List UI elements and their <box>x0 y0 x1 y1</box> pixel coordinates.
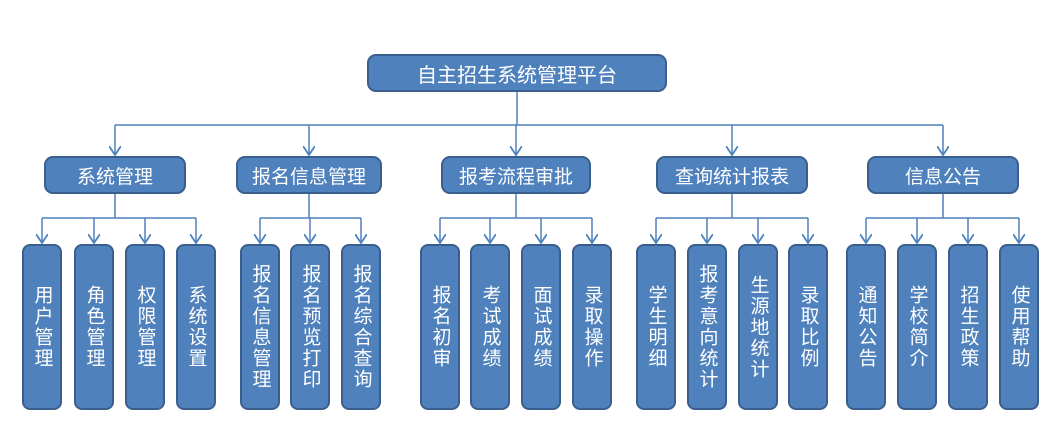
leaf-node: 报名预览打印 <box>290 244 330 410</box>
leaf-label: 录取操作 <box>581 285 604 369</box>
leaf-node: 生源地统计 <box>738 244 778 410</box>
leaf-node: 使用帮助 <box>999 244 1039 410</box>
category-label: 报考流程审批 <box>458 165 573 188</box>
leaf-label: 权限管理 <box>134 285 157 369</box>
category-label: 系统管理 <box>76 165 153 188</box>
leaf-label: 通知公告 <box>855 285 878 369</box>
leaf-node: 报考意向统计 <box>687 244 727 410</box>
category-node-announcement: 信息公告 <box>867 156 1019 194</box>
leaf-node: 通知公告 <box>846 244 886 410</box>
category-node-registration: 报名信息管理 <box>236 156 382 194</box>
leaf-label: 考试成绩 <box>479 285 502 369</box>
category-node-system: 系统管理 <box>44 156 186 194</box>
leaf-label: 报名预览打印 <box>299 264 322 390</box>
leaf-node: 学校简介 <box>897 244 937 410</box>
leaf-label: 报考意向统计 <box>696 264 719 390</box>
leaf-label: 录取比例 <box>797 285 820 369</box>
leaf-label: 生源地统计 <box>747 274 770 380</box>
leaf-label: 报名信息管理 <box>249 264 272 390</box>
category-label: 报名信息管理 <box>251 165 366 188</box>
leaf-label: 学生明细 <box>645 285 668 369</box>
leaf-node: 报名信息管理 <box>240 244 280 410</box>
leaf-label: 角色管理 <box>83 285 106 369</box>
leaf-node: 系统设置 <box>176 244 216 410</box>
leaf-node: 录取比例 <box>788 244 828 410</box>
leaf-label: 系统设置 <box>185 285 208 369</box>
leaf-node: 用户管理 <box>22 244 62 410</box>
leaf-node: 招生政策 <box>948 244 988 410</box>
leaf-label: 使用帮助 <box>1008 285 1031 369</box>
leaf-label: 报名综合查询 <box>350 264 373 390</box>
category-node-approval: 报考流程审批 <box>441 156 591 194</box>
leaf-node: 报名综合查询 <box>341 244 381 410</box>
category-label: 查询统计报表 <box>674 165 789 188</box>
leaf-node: 角色管理 <box>74 244 114 410</box>
category-label: 信息公告 <box>904 165 981 188</box>
leaf-node: 报名初审 <box>420 244 460 410</box>
leaf-node: 学生明细 <box>636 244 676 410</box>
leaf-node: 面试成绩 <box>521 244 561 410</box>
leaf-node: 权限管理 <box>125 244 165 410</box>
leaf-label: 用户管理 <box>31 285 54 369</box>
leaf-label: 面试成绩 <box>530 285 553 369</box>
category-node-statistics: 查询统计报表 <box>656 156 808 194</box>
leaf-node: 录取操作 <box>572 244 612 410</box>
leaf-label: 报名初审 <box>429 285 452 369</box>
leaf-node: 考试成绩 <box>470 244 510 410</box>
leaf-label: 招生政策 <box>957 285 980 369</box>
root-node: 自主招生系统管理平台 <box>367 54 667 92</box>
leaf-label: 学校简介 <box>906 285 929 369</box>
root-label: 自主招生系统管理平台 <box>417 62 617 87</box>
